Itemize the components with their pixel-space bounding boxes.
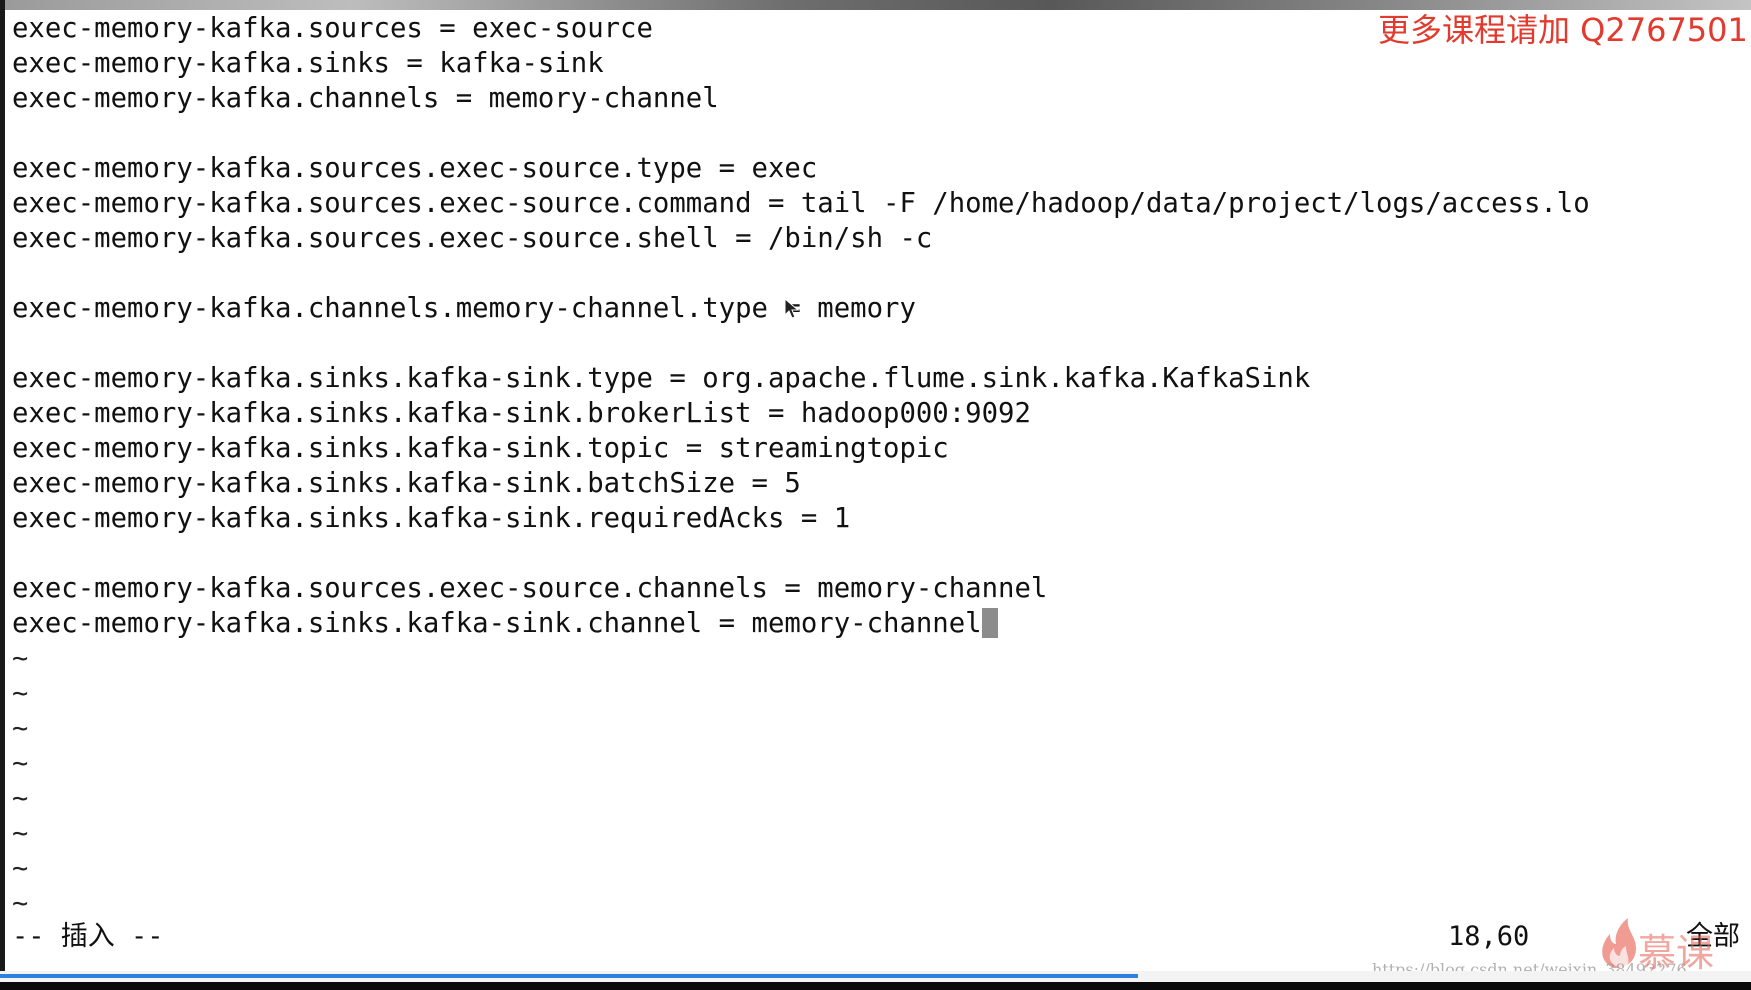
- empty-line-marker: ~: [12, 643, 29, 674]
- video-progress-fill[interactable]: [0, 974, 1138, 978]
- vim-cursor-position: 18,60: [1448, 921, 1530, 952]
- code-line[interactable]: [12, 116, 1751, 151]
- code-line[interactable]: exec-memory-kafka.sources = exec-source: [12, 11, 1751, 46]
- window-left-border: [0, 0, 5, 990]
- code-line[interactable]: exec-memory-kafka.channels.memory-channe…: [12, 291, 1751, 326]
- empty-line-marker: ~: [12, 888, 29, 919]
- flame-logo-icon: [1602, 918, 1636, 968]
- code-line[interactable]: exec-memory-kafka.sinks.kafka-sink.topic…: [12, 431, 1751, 466]
- code-line-text: exec-memory-kafka.sources = exec-source: [12, 13, 653, 44]
- course-watermark-text: 更多课程请加 Q2767501: [1378, 11, 1748, 49]
- text-cursor: [981, 608, 998, 638]
- code-line[interactable]: [12, 326, 1751, 361]
- vim-scroll-position: 全部: [1686, 921, 1740, 952]
- code-line-text: exec-memory-kafka.sources.exec-source.co…: [12, 188, 1590, 219]
- code-line[interactable]: exec-memory-kafka.sinks.kafka-sink.chann…: [12, 606, 1751, 641]
- code-line[interactable]: exec-memory-kafka.sinks.kafka-sink.requi…: [12, 501, 1751, 536]
- code-line-text: exec-memory-kafka.sinks.kafka-sink.batch…: [12, 468, 801, 499]
- code-line[interactable]: exec-memory-kafka.sources.exec-source.sh…: [12, 221, 1751, 256]
- code-line-text: exec-memory-kafka.sources.exec-source.sh…: [12, 223, 933, 254]
- code-line[interactable]: exec-memory-kafka.channels = memory-chan…: [12, 81, 1751, 116]
- code-line-text: exec-memory-kafka.sources.exec-source.ty…: [12, 153, 818, 184]
- code-line[interactable]: [12, 256, 1751, 291]
- empty-line-marker: ~: [12, 853, 29, 884]
- video-bottom-bar: [0, 982, 1751, 990]
- code-line-text: exec-memory-kafka.sinks.kafka-sink.topic…: [12, 433, 949, 464]
- empty-line-marker: ~: [12, 783, 29, 814]
- code-line[interactable]: exec-memory-kafka.sinks.kafka-sink.broke…: [12, 396, 1751, 431]
- vim-editor-buffer[interactable]: exec-memory-kafka.sources = exec-source e…: [12, 11, 1751, 921]
- vim-mode-indicator: -- 插入 --: [12, 921, 164, 952]
- empty-line-marker: ~: [12, 748, 29, 779]
- code-line[interactable]: exec-memory-kafka.sources.exec-source.co…: [12, 186, 1751, 221]
- code-line[interactable]: exec-memory-kafka.sources.exec-source.ch…: [12, 571, 1751, 606]
- window-title-strip: [0, 0, 1751, 10]
- code-line[interactable]: exec-memory-kafka.sinks.kafka-sink.type …: [12, 361, 1751, 396]
- code-line[interactable]: exec-memory-kafka.sources.exec-source.ty…: [12, 151, 1751, 186]
- code-line-text: exec-memory-kafka.sinks.kafka-sink.chann…: [12, 608, 982, 639]
- code-line[interactable]: exec-memory-kafka.sinks.kafka-sink.batch…: [12, 466, 1751, 501]
- code-line[interactable]: [12, 536, 1751, 571]
- code-line-text: exec-memory-kafka.sources.exec-source.ch…: [12, 573, 1048, 604]
- code-line-text: exec-memory-kafka.channels = memory-chan…: [12, 83, 719, 114]
- code-line-text: exec-memory-kafka.sinks.kafka-sink.requi…: [12, 503, 851, 534]
- course-logo-text: 慕课: [1638, 931, 1715, 975]
- code-line-text: exec-memory-kafka.channels.memory-channe…: [12, 293, 916, 324]
- code-line-text: exec-memory-kafka.sinks.kafka-sink.type …: [12, 363, 1311, 394]
- code-line-text: exec-memory-kafka.sinks.kafka-sink.broke…: [12, 398, 1031, 429]
- code-line-text: exec-memory-kafka.sinks = kafka-sink: [12, 48, 604, 79]
- code-line[interactable]: exec-memory-kafka.sinks = kafka-sink: [12, 46, 1751, 81]
- empty-line-marker: ~: [12, 713, 29, 744]
- arrow-pointer-icon: [784, 298, 800, 319]
- empty-line-marker: ~: [12, 818, 29, 849]
- empty-line-marker: ~: [12, 678, 29, 709]
